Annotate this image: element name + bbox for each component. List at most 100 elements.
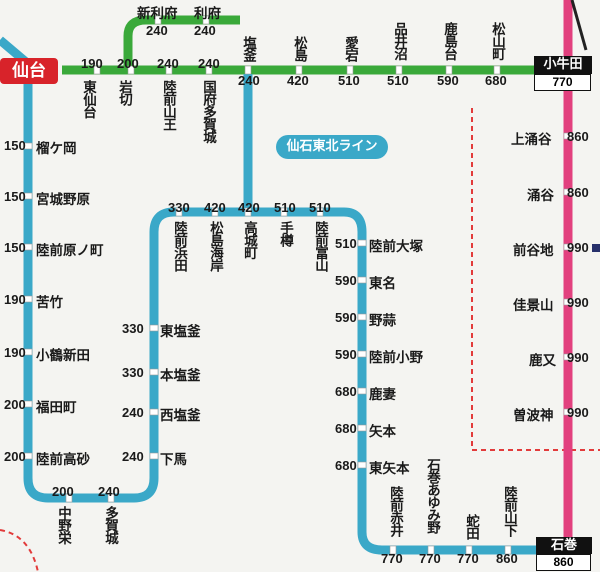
station-name: 陸前大塚 [369, 239, 423, 255]
station-fare: 150 [4, 138, 26, 153]
station-name: 陸前原ノ町 [36, 243, 104, 259]
station-name: 福田町 [36, 400, 77, 416]
ishinomaki-station-box: 石巻 [536, 537, 592, 554]
station-name: 多賀城 [102, 506, 118, 544]
station-fare: 590 [437, 73, 459, 88]
station-fare: 680 [485, 73, 507, 88]
kogota-station-box: 小牛田 [534, 56, 592, 74]
station-name: 東仙台 [80, 80, 96, 118]
station-fare: 680 [335, 458, 357, 473]
station-fare: 200 [4, 397, 26, 412]
station-fare: 200 [4, 449, 26, 464]
station-fare: 190 [4, 292, 26, 307]
station-fare: 420 [204, 200, 226, 215]
station-name: 新利府 [137, 6, 178, 22]
kogota-fare-box: 770 [534, 74, 591, 91]
station-fare: 990 [567, 240, 589, 255]
station-name: 陸前小野 [369, 350, 423, 366]
station-fare: 510 [309, 200, 331, 215]
station-fare: 680 [335, 421, 357, 436]
tohoku-main-line-north [570, 0, 588, 51]
station-fare: 680 [335, 384, 357, 399]
station-fare: 240 [146, 23, 168, 38]
station-name: 陸前赤井 [387, 486, 403, 536]
station-fare: 330 [168, 200, 190, 215]
station-name: 松島 [291, 36, 307, 61]
station-fare: 510 [387, 73, 409, 88]
station-name: 佳景山 [513, 298, 554, 314]
station-name: 上涌谷 [511, 132, 552, 148]
ishinomaki-fare-box: 860 [536, 554, 591, 571]
station-fare: 590 [335, 310, 357, 325]
station-fare: 860 [496, 551, 518, 566]
station-name: 手樽 [277, 221, 293, 246]
station-fare: 590 [335, 347, 357, 362]
station-fare: 190 [4, 345, 26, 360]
station-name: 陸前山下 [501, 486, 517, 536]
station-name: 東塩釜 [160, 324, 201, 340]
station-fare: 240 [194, 23, 216, 38]
station-fare: 770 [419, 551, 441, 566]
station-name: 陸前富山 [312, 221, 328, 271]
station-fare: 990 [567, 295, 589, 310]
station-name: 品井沼 [391, 22, 407, 60]
station-name: 石巻あゆみ野 [424, 458, 440, 533]
dashed-boundary-right [471, 108, 600, 451]
station-fare: 420 [238, 200, 260, 215]
station-name: 鹿妻 [369, 387, 396, 403]
station-fare: 510 [338, 73, 360, 88]
station-fare: 240 [238, 73, 260, 88]
dashed-boundary-left [0, 529, 39, 572]
station-fare: 510 [335, 236, 357, 251]
station-name: 東矢本 [369, 461, 410, 477]
station-name: 東名 [369, 276, 396, 292]
station-name: 陸前山王 [160, 80, 176, 130]
station-name: 前谷地 [513, 243, 554, 259]
station-name: 西塩釜 [160, 408, 201, 424]
blue-line-left-loop [23, 74, 558, 555]
pink-station-ticks [563, 132, 573, 416]
station-name: 涌谷 [527, 188, 554, 204]
station-fare: 190 [81, 56, 103, 71]
station-fare: 770 [381, 551, 403, 566]
station-fare: 240 [122, 405, 144, 420]
station-name: 松山町 [489, 22, 505, 60]
station-fare: 150 [4, 189, 26, 204]
station-name: 野蒜 [369, 313, 396, 329]
station-name: 本塩釜 [160, 368, 201, 384]
station-name: 榴ケ岡 [36, 141, 77, 157]
station-name: 松島海岸 [207, 221, 223, 271]
station-name: 塩釜 [240, 36, 256, 61]
station-fare: 860 [567, 185, 589, 200]
station-fare: 240 [98, 484, 120, 499]
station-fare: 240 [122, 449, 144, 464]
station-fare: 330 [122, 365, 144, 380]
blue-station-ticks [23, 142, 512, 555]
station-fare: 860 [567, 129, 589, 144]
station-fare: 200 [117, 56, 139, 71]
station-name: 宮城野原 [36, 192, 90, 208]
station-fare: 990 [567, 405, 589, 420]
station-name: 利府 [194, 6, 221, 22]
green-line-rifu-branch [123, 15, 240, 70]
station-name: 下馬 [160, 452, 187, 468]
station-name: 国府多賀城 [200, 80, 216, 143]
origin-station-badge: 仙台 [0, 58, 58, 84]
green-station-ticks [93, 15, 501, 75]
station-name: 曽波神 [513, 408, 554, 424]
station-name: 陸前高砂 [36, 452, 90, 468]
station-name: 中野栄 [55, 506, 71, 544]
station-name: 岩切 [116, 80, 132, 105]
station-name: 高城町 [241, 221, 257, 259]
station-name: 小鶴新田 [36, 348, 90, 364]
station-fare: 510 [274, 200, 296, 215]
station-fare: 420 [287, 73, 309, 88]
station-fare: 200 [52, 484, 74, 499]
station-name: 蛇田 [463, 514, 479, 539]
station-fare: 990 [567, 350, 589, 365]
station-fare: 330 [122, 321, 144, 336]
station-fare: 770 [457, 551, 479, 566]
station-name: 鹿又 [529, 353, 556, 369]
senseki-tohoku-line-badge: 仙石東北ライン [276, 135, 388, 159]
